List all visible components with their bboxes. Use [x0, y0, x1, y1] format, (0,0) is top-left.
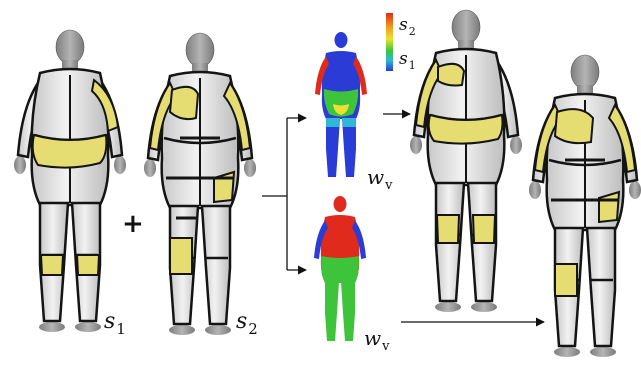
label-s1: s1 — [104, 309, 126, 338]
label-weight-bottom: wv — [364, 326, 390, 354]
plus-sign: + — [122, 209, 144, 239]
label-s2: s2 — [236, 309, 258, 338]
result-figure-bottom — [529, 55, 641, 357]
legend-label-bottom: s1 — [399, 49, 416, 72]
figure-s2 — [144, 33, 256, 335]
result-figure-top — [410, 10, 522, 312]
color-legend-bar — [386, 13, 393, 71]
label-weight-top: wv — [367, 165, 393, 193]
weight-map-top — [315, 32, 367, 177]
branch-connector — [262, 118, 306, 270]
weight-map-bottom — [314, 196, 366, 341]
legend-label-top: s2 — [399, 15, 416, 38]
figure-s1 — [14, 30, 126, 332]
